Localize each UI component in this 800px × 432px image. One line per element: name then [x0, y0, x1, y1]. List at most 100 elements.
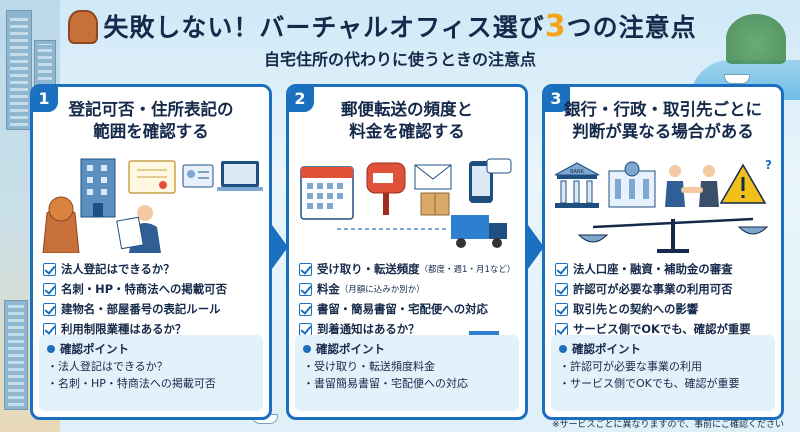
- checklist-item: 法人口座・融資・補助金の審査: [555, 259, 781, 279]
- bullet-dot-icon: [47, 345, 55, 353]
- check-point-item: サービス側でOKでも、確認が重要: [559, 375, 767, 392]
- mail-forwarding-illustration: [300, 158, 512, 248]
- bullet-dot-icon: [303, 345, 311, 353]
- registration-illustration: [42, 158, 263, 253]
- title-text: 失敗しない！バーチャルオフィス選び: [103, 13, 545, 42]
- checklist-item: 取引先との契約への影響: [555, 299, 781, 319]
- check-point-box: 確認ポイント 許認可が必要な事業の利用 サービス側でOKでも、確認が重要: [551, 335, 775, 411]
- card-institutions: 3 銀行・行政・取引先ごとに 判断が異なる場合がある BANK ?: [542, 84, 784, 420]
- check-point-item: 法人登記はできるか？: [47, 358, 255, 375]
- checklist: 法人登記はできるか？ 名刺・HP・特商法への掲載可否 建物名・部屋番号の表記ルー…: [43, 259, 269, 339]
- warning-icon: ?: [719, 158, 772, 204]
- card-title-line: 登記可否・住所表記の: [68, 100, 234, 119]
- checklist-text: 許認可が必要な事業の利用可否: [573, 282, 733, 296]
- checklist-text: 名刺・HP・特商法への掲載可否: [61, 282, 227, 296]
- checkbox-icon: [43, 322, 56, 336]
- checkbox-icon: [555, 302, 568, 316]
- bullet-dot-icon: [559, 345, 567, 353]
- checkbox-icon: [555, 262, 568, 276]
- certificate-icon: [128, 160, 176, 194]
- title-text-end: つの注意点: [566, 13, 697, 42]
- checklist-text: 受け取り・転送頻度: [317, 262, 420, 276]
- arrow-right-icon: [528, 225, 544, 269]
- checklist-item: 許認可が必要な事業の利用可否: [555, 279, 781, 299]
- check-point-title: 確認ポイント: [572, 342, 641, 356]
- checklist: 受け取り・転送頻度（都度・週1・月1など） 料金（月額に込みか別か） 書留・簡易…: [299, 259, 525, 339]
- card-title-line: 判断が異なる場合がある: [572, 122, 754, 141]
- card-number-badge: 2: [289, 87, 314, 112]
- checklist-text: 法人口座・融資・補助金の審査: [573, 262, 733, 276]
- checklist: 法人口座・融資・補助金の審査 許認可が必要な事業の利用可否 取引先との契約への影…: [555, 259, 781, 339]
- checklist-text: 取引先との契約への影響: [573, 302, 699, 316]
- check-point-title: 確認ポイント: [60, 342, 129, 356]
- person-holding-document-icon: [116, 205, 161, 253]
- check-point-heading: 確認ポイント: [303, 340, 511, 358]
- checklist-text: サービス側でOKでも、確認が重要: [573, 322, 751, 336]
- card-title-line: 範囲を確認する: [93, 122, 209, 141]
- id-card-icon: [182, 164, 214, 188]
- checkbox-icon: [43, 282, 56, 296]
- check-point-box: 確認ポイント 受け取り・転送頻度料金 書留簡易書留・宅配便への対応: [295, 335, 519, 411]
- checkbox-icon: [299, 322, 312, 336]
- smartphone-notification-icon: [469, 158, 512, 203]
- checkbox-icon: [299, 262, 312, 276]
- title-number: 3: [544, 9, 567, 44]
- institutions-illustration: BANK ?: [554, 158, 772, 253]
- envelope-icon: [414, 164, 452, 190]
- checklist-text: 到着通知はあるか？: [317, 322, 420, 336]
- checklist-text: 建物名・部屋番号の表記ルール: [61, 302, 221, 316]
- checklist-item: 受け取り・転送頻度（都度・週1・月1など）: [299, 259, 525, 279]
- checklist-text: 法人登記はできるか？: [61, 262, 175, 276]
- checklist-note: （都度・週1・月1など）: [419, 265, 516, 275]
- building-illustration: [6, 10, 32, 130]
- checklist-text: 料金: [317, 282, 340, 296]
- check-point-heading: 確認ポイント: [559, 340, 767, 358]
- check-point-heading: 確認ポイント: [47, 340, 255, 358]
- bank-icon: BANK: [554, 162, 600, 208]
- checklist-note: （月額に込みか別か）: [339, 285, 425, 295]
- footnote: ※サービスごとに異なりますので、事前にご確認ください: [551, 420, 784, 430]
- boat-illustration: [724, 74, 750, 84]
- checklist-item: 建物名・部屋番号の表記ルール: [43, 299, 269, 319]
- office-building-icon: [80, 158, 116, 218]
- check-point-item: 名刺・HP・特商法への掲載可否: [47, 375, 255, 392]
- check-point-item: 書留簡易書留・宅配便への対応: [303, 375, 511, 392]
- card-title: 郵便転送の頻度と 料金を確認する: [289, 99, 525, 143]
- building-illustration: [4, 300, 28, 410]
- checkbox-icon: [555, 322, 568, 336]
- check-point-item: 許認可が必要な事業の利用: [559, 358, 767, 375]
- checklist-item: 法人登記はできるか？: [43, 259, 269, 279]
- checkbox-icon: [43, 262, 56, 276]
- mailbox-icon: [366, 162, 406, 215]
- card-mail-forwarding: 2 郵便転送の頻度と 料金を確認する: [286, 84, 528, 420]
- government-building-icon: [608, 161, 656, 208]
- check-point-box: 確認ポイント 法人登記はできるか？ 名刺・HP・特商法への掲載可否: [39, 335, 263, 411]
- laptop-icon: [217, 161, 263, 191]
- calendar-icon: [300, 166, 354, 220]
- checklist-item: 名刺・HP・特商法への掲載可否: [43, 279, 269, 299]
- card-title-line: 料金を確認する: [349, 122, 465, 141]
- shisa-statue-illustration: [68, 10, 98, 44]
- checkbox-icon: [43, 302, 56, 316]
- card-title-line: 銀行・行政・取引先ごとに: [564, 100, 762, 119]
- card-title: 登記可否・住所表記の 範囲を確認する: [33, 99, 269, 143]
- checklist-item: 料金（月額に込みか別か）: [299, 279, 525, 299]
- check-point-title: 確認ポイント: [316, 342, 385, 356]
- palm-tree-illustration: [726, 14, 786, 64]
- svg-text:BANK: BANK: [570, 169, 585, 175]
- card-registration: 1 登記可否・住所表記の 範囲を確認する: [30, 84, 272, 420]
- svg-text:?: ?: [765, 158, 772, 172]
- delivery-truck-icon: [337, 215, 507, 248]
- package-icon: [420, 192, 450, 216]
- card-title-line: 郵便転送の頻度と: [341, 100, 473, 119]
- checkbox-icon: [299, 282, 312, 296]
- checklist-text: 利用制限業種はあるか？: [61, 322, 187, 336]
- handshake-icon: [665, 165, 719, 207]
- shisa-icon: [42, 196, 80, 253]
- checkbox-icon: [299, 302, 312, 316]
- page-title: 失敗しない！バーチャルオフィス選び3つの注意点: [0, 8, 800, 44]
- card-number-badge: 3: [545, 87, 570, 112]
- checkbox-icon: [555, 282, 568, 296]
- balance-scale-icon: [577, 217, 769, 253]
- page-subtitle: 自宅住所の代わりに使うときの注意点: [263, 50, 536, 69]
